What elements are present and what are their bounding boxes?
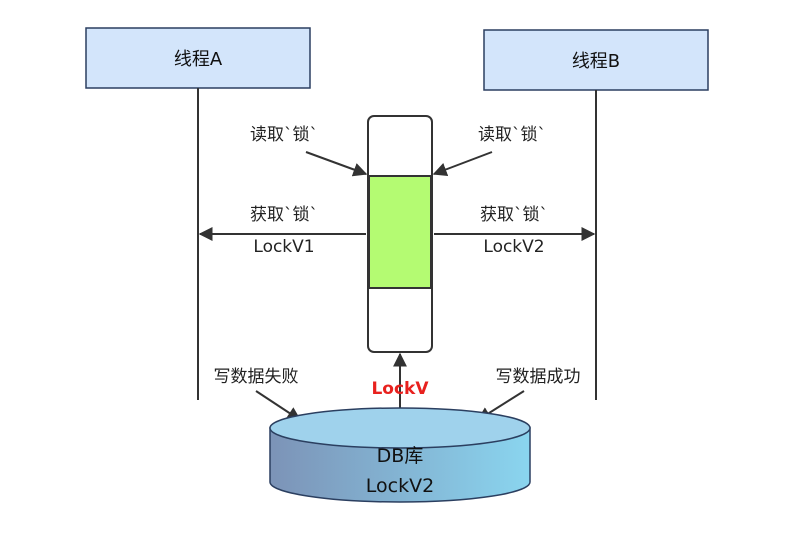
- thread-a-label: 线程A: [174, 49, 223, 70]
- thread-a-acquire-label: 获取`锁`: [250, 205, 318, 225]
- thread-a-write-arrow: [255, 390, 302, 421]
- thread-b-read-arrow: [432, 151, 493, 177]
- database-name: DB库: [377, 445, 424, 467]
- thread-a-read-arrow: [305, 151, 368, 177]
- lock-column: [367, 115, 433, 353]
- thread-a-node: 线程A: [85, 27, 311, 89]
- thread-b-label: 线程B: [572, 51, 620, 72]
- thread-b-version-label: LockV2: [483, 237, 544, 257]
- thread-b-node: 线程B: [483, 29, 709, 91]
- database-node: DB库 LockV2: [269, 407, 531, 503]
- lock-active-segment: [368, 175, 432, 289]
- database-top: [269, 407, 531, 449]
- thread-a-read-label: 读取`锁`: [250, 125, 318, 145]
- database-body: [269, 427, 531, 503]
- thread-a-version-label: LockV1: [253, 237, 314, 257]
- db-lock-version-label: LockV: [371, 379, 429, 399]
- thread-b-read-label: 读取`锁`: [478, 125, 546, 145]
- database-version: LockV2: [366, 475, 434, 497]
- thread-a-write-result: 写数据失败: [214, 367, 299, 387]
- thread-b-acquire-label: 获取`锁`: [480, 205, 548, 225]
- thread-b-write-result: 写数据成功: [496, 367, 581, 387]
